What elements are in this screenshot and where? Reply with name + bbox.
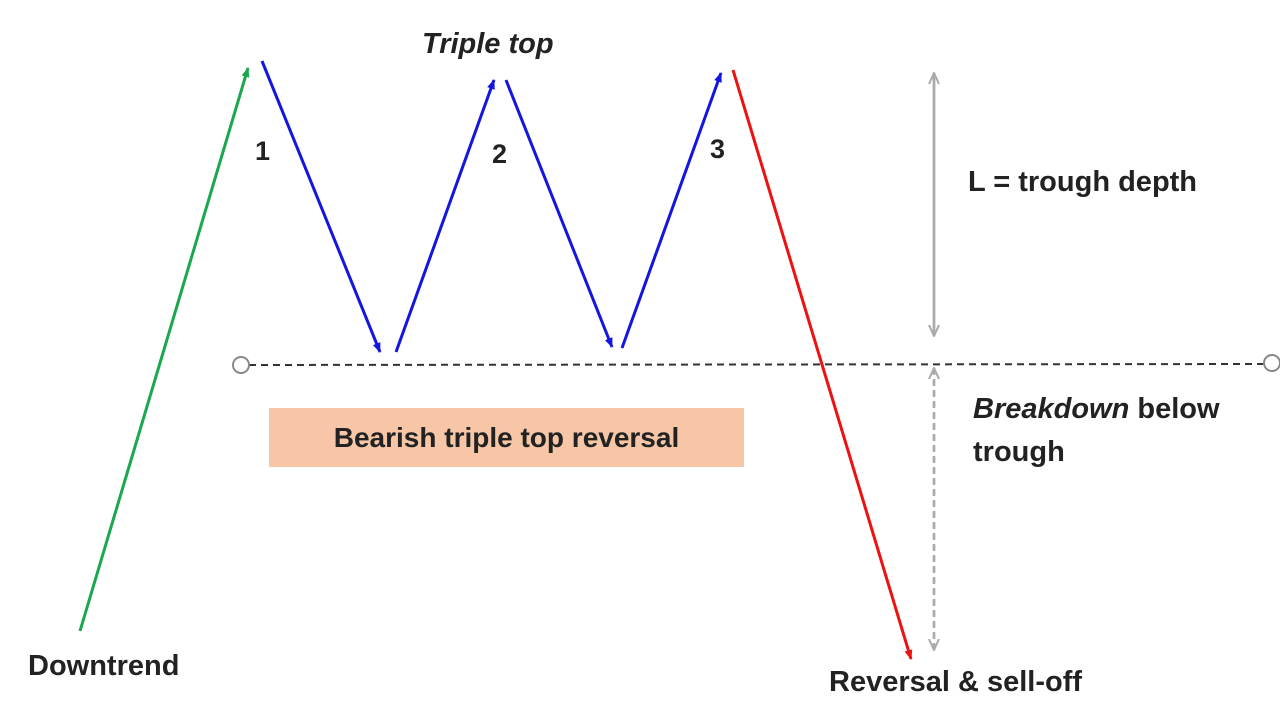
pattern-name-box: Bearish triple top reversal	[269, 408, 744, 467]
peak-3-label: 3	[710, 134, 726, 164]
end-label: Reversal & sell-off	[829, 666, 1083, 698]
pattern-name-label: Bearish triple top reversal	[333, 421, 680, 453]
breakdown-line2: trough	[973, 436, 1065, 468]
breakdown-rest: below	[1129, 393, 1220, 425]
pattern-leg-3-down	[504, 79, 614, 348]
title-label: Triple top	[422, 28, 554, 60]
pattern-leg-2-up	[394, 79, 496, 353]
breakdown-label: Breakdown below trough	[973, 388, 1273, 474]
uptrend-arrow	[78, 67, 250, 632]
neckline	[248, 363, 1264, 366]
start-label: Downtrend	[28, 650, 180, 682]
peak-1-label: 1	[255, 136, 271, 166]
pattern-leg-4-up	[620, 72, 723, 349]
breakdown-arrow	[731, 69, 913, 660]
label-box-background	[269, 408, 744, 467]
depth-label: L = trough depth	[968, 166, 1198, 198]
peak-2-label: 2	[492, 139, 508, 169]
neckline-right-endpoint	[1263, 354, 1280, 372]
neckline-left-endpoint	[232, 356, 250, 374]
breakdown-emphasis: Breakdown	[973, 393, 1130, 425]
pattern-leg-1-down	[260, 60, 382, 353]
